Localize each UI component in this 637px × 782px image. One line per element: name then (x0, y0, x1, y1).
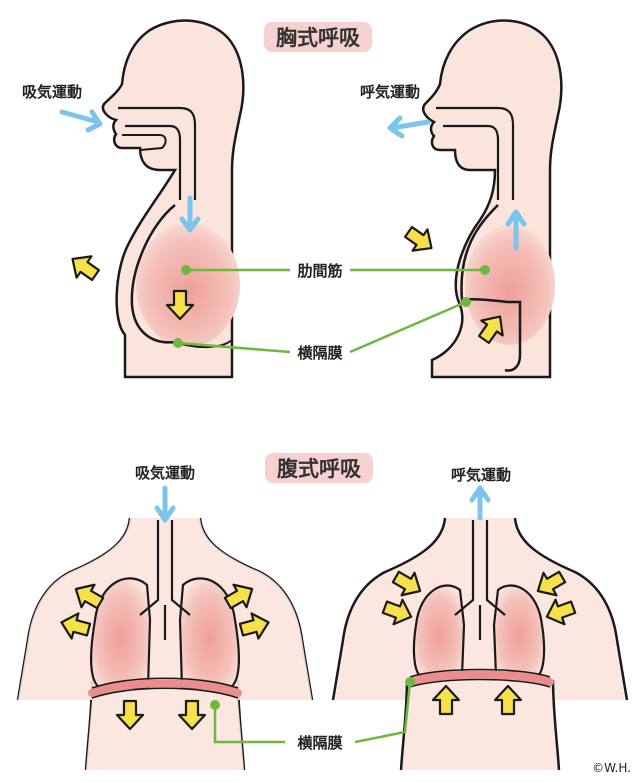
bottom-left-figure (16, 485, 314, 771)
airway-inhale (118, 106, 197, 200)
chest-front-exhale (460, 204, 522, 372)
mouth-inhale (122, 134, 167, 151)
inhale-air-arrow (59, 109, 103, 133)
bottom-diaphragm-leader-right (354, 681, 412, 744)
torso-fill-exhale (333, 518, 627, 770)
lung-inhale (136, 223, 240, 347)
diaphragm-band-exhale (406, 670, 554, 686)
exhale-air-arrow-bottom (469, 485, 491, 521)
diaphragm-band-inhale-outline (91, 677, 239, 699)
trachea-exhale (454, 520, 506, 640)
airway-exhale (436, 106, 515, 200)
inhale-air-arrow-bottom (154, 485, 176, 523)
torso-outline-inhale (16, 517, 314, 771)
top-inhale-label: 吸気運動 (22, 83, 82, 101)
lung-exhale (465, 225, 555, 345)
intercostal-label: 肋間筋 (297, 262, 342, 280)
bottom-title-tag: 腹式呼吸 (265, 453, 373, 483)
trachea-inhale (139, 520, 191, 640)
diaphragm-band-exhale-outline (409, 668, 551, 688)
bottom-diaphragm-leader-left (213, 705, 285, 744)
diaphragm-band-inhale (88, 679, 242, 697)
top-left-figure (59, 19, 245, 379)
copyright-text: ©W.H. (592, 761, 631, 775)
bottom-exhale-label: 呼気運動 (451, 466, 511, 484)
bottom-title: 腹式呼吸 (277, 457, 362, 481)
top-right-figure (387, 19, 563, 379)
top-exhale-label: 呼気運動 (360, 83, 420, 101)
exhale-air-arrow (387, 115, 431, 139)
diaphragm-leader-right (349, 300, 467, 354)
trachea-up-arrow (505, 209, 527, 251)
bottom-right-figure (331, 485, 629, 771)
bottom-diaphragm-label: 横隔膜 (297, 734, 342, 752)
torso-fill-inhale (18, 518, 312, 770)
top-diaphragm-label: 横隔膜 (297, 344, 342, 362)
chest-in-arrow (399, 220, 441, 260)
top-title-tag: 胸式呼吸 (264, 22, 372, 52)
diaphragm-leader-left (177, 341, 291, 354)
top-title: 胸式呼吸 (276, 26, 361, 50)
bottom-inhale-label: 吸気運動 (135, 464, 195, 482)
chest-front-inhale (130, 204, 177, 344)
torso-outline-exhale (331, 517, 629, 771)
chest-out-arrow (63, 247, 105, 287)
trachea-down-arrow (179, 195, 201, 233)
